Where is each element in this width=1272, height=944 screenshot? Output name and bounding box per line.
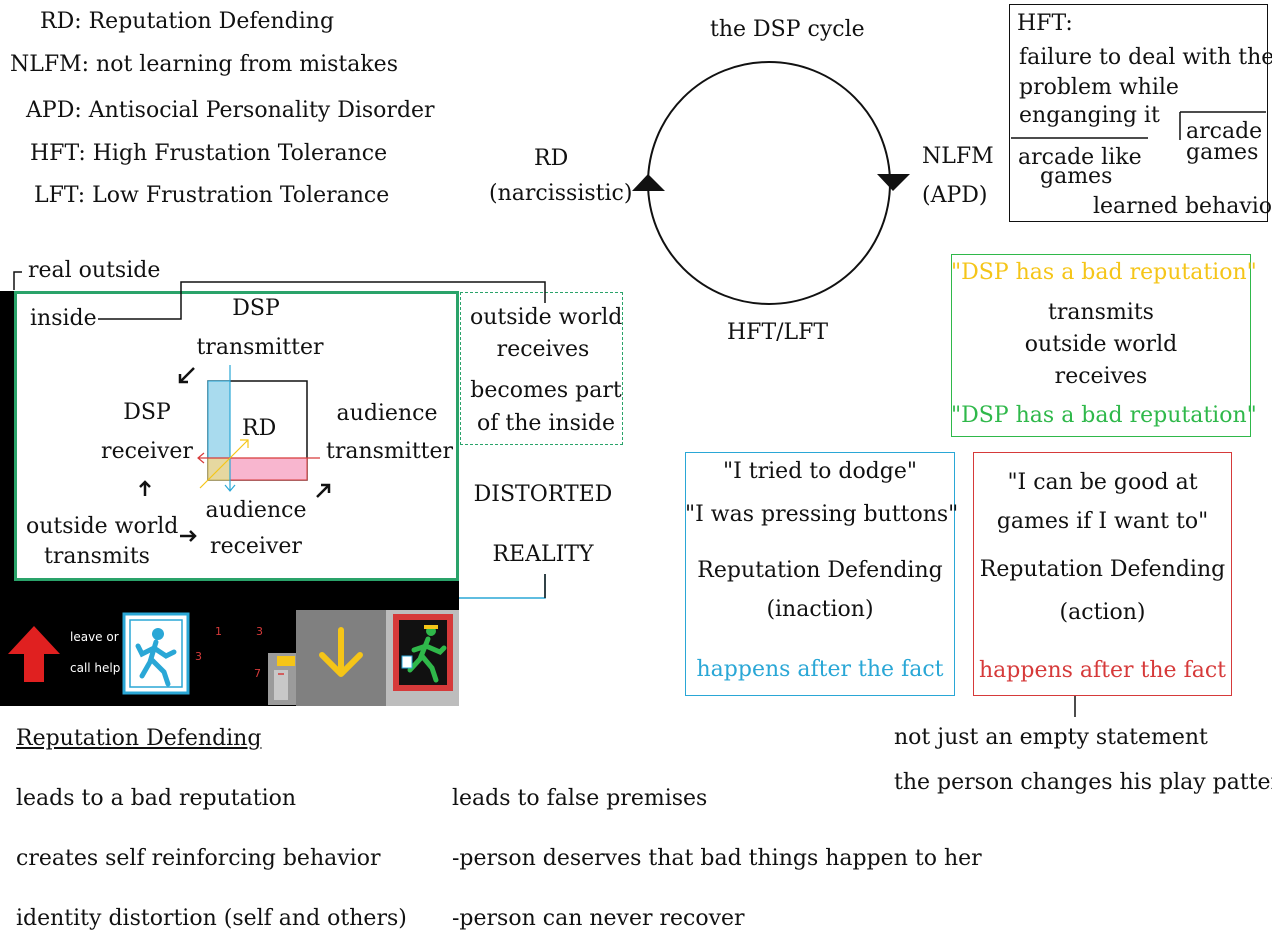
inaction-label-2: (inaction) [766, 597, 874, 622]
outside-receives-box [460, 292, 623, 445]
dsp-receiver-1: DSP [123, 400, 171, 425]
cycle-left-sub: (narcissistic) [489, 181, 633, 206]
audience-receiver-1: audience [205, 498, 307, 523]
becomes-part-2: of the inside [476, 411, 616, 436]
hft-arcade-games: games [1186, 140, 1259, 165]
audience-transmitter-2: transmitter [326, 439, 454, 464]
model-black-edge [0, 291, 14, 581]
dsp-transmitter-2: transmitter [196, 335, 324, 360]
hft-arcade-like-games: games [1040, 164, 1113, 189]
action-label-1: Reputation Defending [979, 557, 1226, 582]
reality-label: REALITY [492, 542, 594, 567]
scribble-number-2: 3 [256, 625, 263, 638]
hft-box [1009, 4, 1268, 222]
reputation-outside: outside world [1024, 332, 1178, 357]
call-help-label: call help [70, 661, 121, 675]
action-note-2: the person changes his play pattern [894, 770, 1272, 795]
action-note-1: not just an empty statement [894, 725, 1208, 750]
hft-line-3: enganging it [1019, 103, 1160, 128]
inaction-box [685, 452, 955, 696]
bottom-heading: Reputation Defending [16, 726, 262, 751]
scribble-number-1: 1 [215, 625, 222, 638]
outside-transmits-2: transmits [44, 544, 150, 569]
real-outside-label: real outside [28, 258, 161, 283]
bottom-right-2: -person deserves that bad things happen … [452, 846, 982, 871]
scribble-number-3: 3 [195, 650, 202, 663]
cycle-arrow-up [632, 174, 665, 191]
inside-label: inside [30, 306, 97, 331]
action-box [973, 452, 1232, 696]
hft-title: HFT: [1017, 11, 1073, 36]
outside-receives-2: receives [496, 337, 590, 362]
hft-arcade-like: arcade like [1018, 145, 1142, 170]
distorted-label: DISTORTED [473, 482, 613, 507]
legend-rd: RD: Reputation Defending [40, 9, 335, 34]
hft-line-2: problem while [1019, 75, 1179, 100]
cycle-right-label: NLFM [922, 144, 994, 169]
bottom-left-2: creates self reinforcing behavior [16, 846, 381, 871]
becomes-part-1: becomes part [470, 378, 622, 403]
bottom-right-1: leads to false premises [452, 786, 708, 811]
hft-arcade: arcade [1186, 119, 1263, 144]
inaction-note: happens after the fact [696, 657, 944, 682]
audience-receiver-2: receiver [210, 534, 302, 559]
legend-apd: APD: Antisocial Personality Disorder [26, 98, 435, 123]
action-quote-2: games if I want to" [996, 509, 1209, 534]
inaction-label-1: Reputation Defending [697, 558, 943, 583]
reputation-quote-top: "DSP has a bad reputation" [951, 260, 1257, 285]
hft-line-1: failure to deal with the [1019, 45, 1272, 70]
bottom-left-1: leads to a bad reputation [16, 786, 297, 811]
inaction-quote-1: "I tried to dodge" [722, 459, 917, 484]
cycle-arrow-down [877, 174, 910, 191]
bottom-right-3: -person can never recover [452, 906, 745, 931]
cycle-left-label: RD [534, 146, 569, 171]
action-label-2: (action) [1059, 600, 1146, 625]
cycle-title: the DSP cycle [710, 17, 865, 42]
dsp-transmitter-1: DSP [232, 296, 280, 321]
cycle-right-sub: (APD) [922, 183, 988, 208]
green-exit-sign-icon [393, 614, 453, 691]
legend-lft: LFT: Low Frustration Tolerance [34, 183, 390, 208]
reputation-receives: receives [1054, 364, 1148, 389]
audience-transmitter-1: audience [336, 401, 438, 426]
reputation-box [951, 254, 1251, 437]
hft-learned: learned behavior [1093, 194, 1272, 219]
cycle-bottom-label: HFT/LFT [727, 320, 829, 345]
legend-hft: HFT: High Frustation Tolerance [30, 141, 388, 166]
dsp-receiver-2: receiver [101, 439, 193, 464]
inaction-quote-2: "I was pressing buttons" [685, 502, 959, 527]
reputation-transmits: transmits [1048, 300, 1154, 325]
rd-label: RD [242, 416, 277, 441]
action-quote-1: "I can be good at [1007, 470, 1198, 495]
leave-label: leave or [70, 630, 119, 644]
scribble-number-4: 7 [254, 667, 261, 680]
bottom-left-3: identity distortion (self and others) [16, 906, 407, 931]
outside-receives-1: outside world [470, 305, 623, 330]
legend-nlfm: NLFM: not learning from mistakes [10, 52, 398, 77]
action-note: happens after the fact [979, 658, 1226, 683]
inside-box [14, 291, 459, 581]
exit-door-icon [122, 612, 190, 695]
red-up-arrow-icon [8, 626, 60, 682]
outside-transmits-1: outside world [26, 514, 179, 539]
keypad-icon [268, 653, 296, 705]
reputation-quote-bottom: "DSP has a bad reputation" [951, 403, 1257, 428]
